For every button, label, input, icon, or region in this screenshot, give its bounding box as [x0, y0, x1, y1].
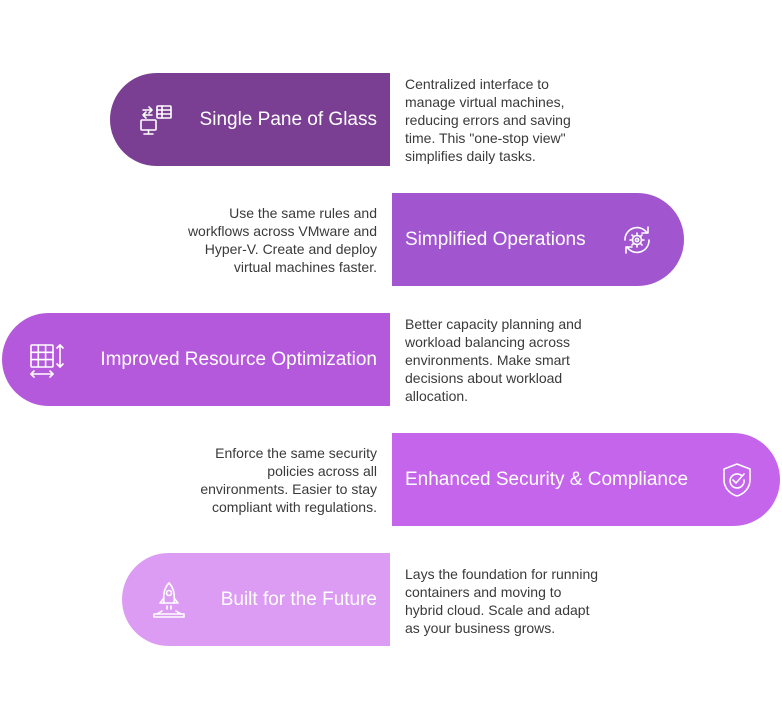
- step-1-description-line: simplifies daily tasks.: [405, 148, 536, 164]
- rocket-icon: [149, 580, 189, 620]
- step-4-title: Enhanced Security & Compliance: [405, 468, 689, 490]
- step-1-description-line: time. This "one-stop view": [405, 130, 566, 146]
- shield-check-icon: [717, 460, 757, 500]
- step-5-description-line: Lays the foundation for running: [405, 566, 599, 582]
- step-5-description: Lays the foundation for running containe…: [405, 565, 598, 637]
- step-5-description-line: containers and moving to: [405, 584, 562, 600]
- step-5-description-line: as your business grows.: [405, 620, 556, 636]
- gear-refresh-icon: [617, 220, 657, 260]
- step-5-title: Built for the Future: [220, 588, 377, 610]
- step-1-description-line: reducing errors and saving: [405, 112, 571, 128]
- step-4-description-line: Enforce the same security: [215, 445, 377, 461]
- step-3-title: Improved Resource Optimization: [100, 348, 377, 370]
- step-2-description-line: Use the same rules and: [229, 205, 377, 221]
- step-2-title: Simplified Operations: [405, 228, 586, 250]
- step-3-description-line: environments. Make smart: [405, 352, 570, 368]
- step-4-pill: Enhanced Security & Compliance: [392, 433, 780, 526]
- step-3-pill: Improved Resource Optimization: [2, 313, 390, 406]
- step-1-description-line: Centralized interface to: [405, 76, 549, 92]
- step-1-pill: Single Pane of Glass: [110, 73, 390, 166]
- step-3-description-line: decisions about workload: [405, 370, 563, 386]
- step-3-description-line: allocation.: [405, 388, 469, 404]
- step-5-description-line: hybrid cloud. Scale and adapt: [405, 602, 590, 618]
- step-4-description-line: environments. Easier to stay: [200, 481, 377, 497]
- grid-resize-icon: [26, 340, 66, 380]
- step-1-title: Single Pane of Glass: [199, 108, 377, 130]
- step-5-pill: Built for the Future: [122, 553, 390, 646]
- monitor-grid-arrows-icon: [137, 100, 177, 140]
- step-2-description: Use the same rules and workflows across …: [188, 204, 377, 276]
- step-3-description-line: Better capacity planning and: [405, 316, 582, 332]
- step-4-description-line: compliant with regulations.: [212, 499, 377, 515]
- step-2-pill: Simplified Operations: [392, 193, 684, 286]
- step-4-description: Enforce the same security policies acros…: [200, 444, 377, 516]
- step-4-description-line: policies across all: [267, 463, 377, 479]
- step-1-description-line: manage virtual machines,: [405, 94, 565, 110]
- step-3-description: Better capacity planning and workload ba…: [405, 315, 582, 405]
- step-3-description-line: workload balancing across: [405, 334, 570, 350]
- step-2-description-line: virtual machines faster.: [233, 259, 377, 275]
- step-1-description: Centralized interface to manage virtual …: [405, 75, 571, 165]
- step-2-description-line: Hyper-V. Create and deploy: [204, 241, 377, 257]
- step-2-description-line: workflows across VMware and: [187, 223, 377, 239]
